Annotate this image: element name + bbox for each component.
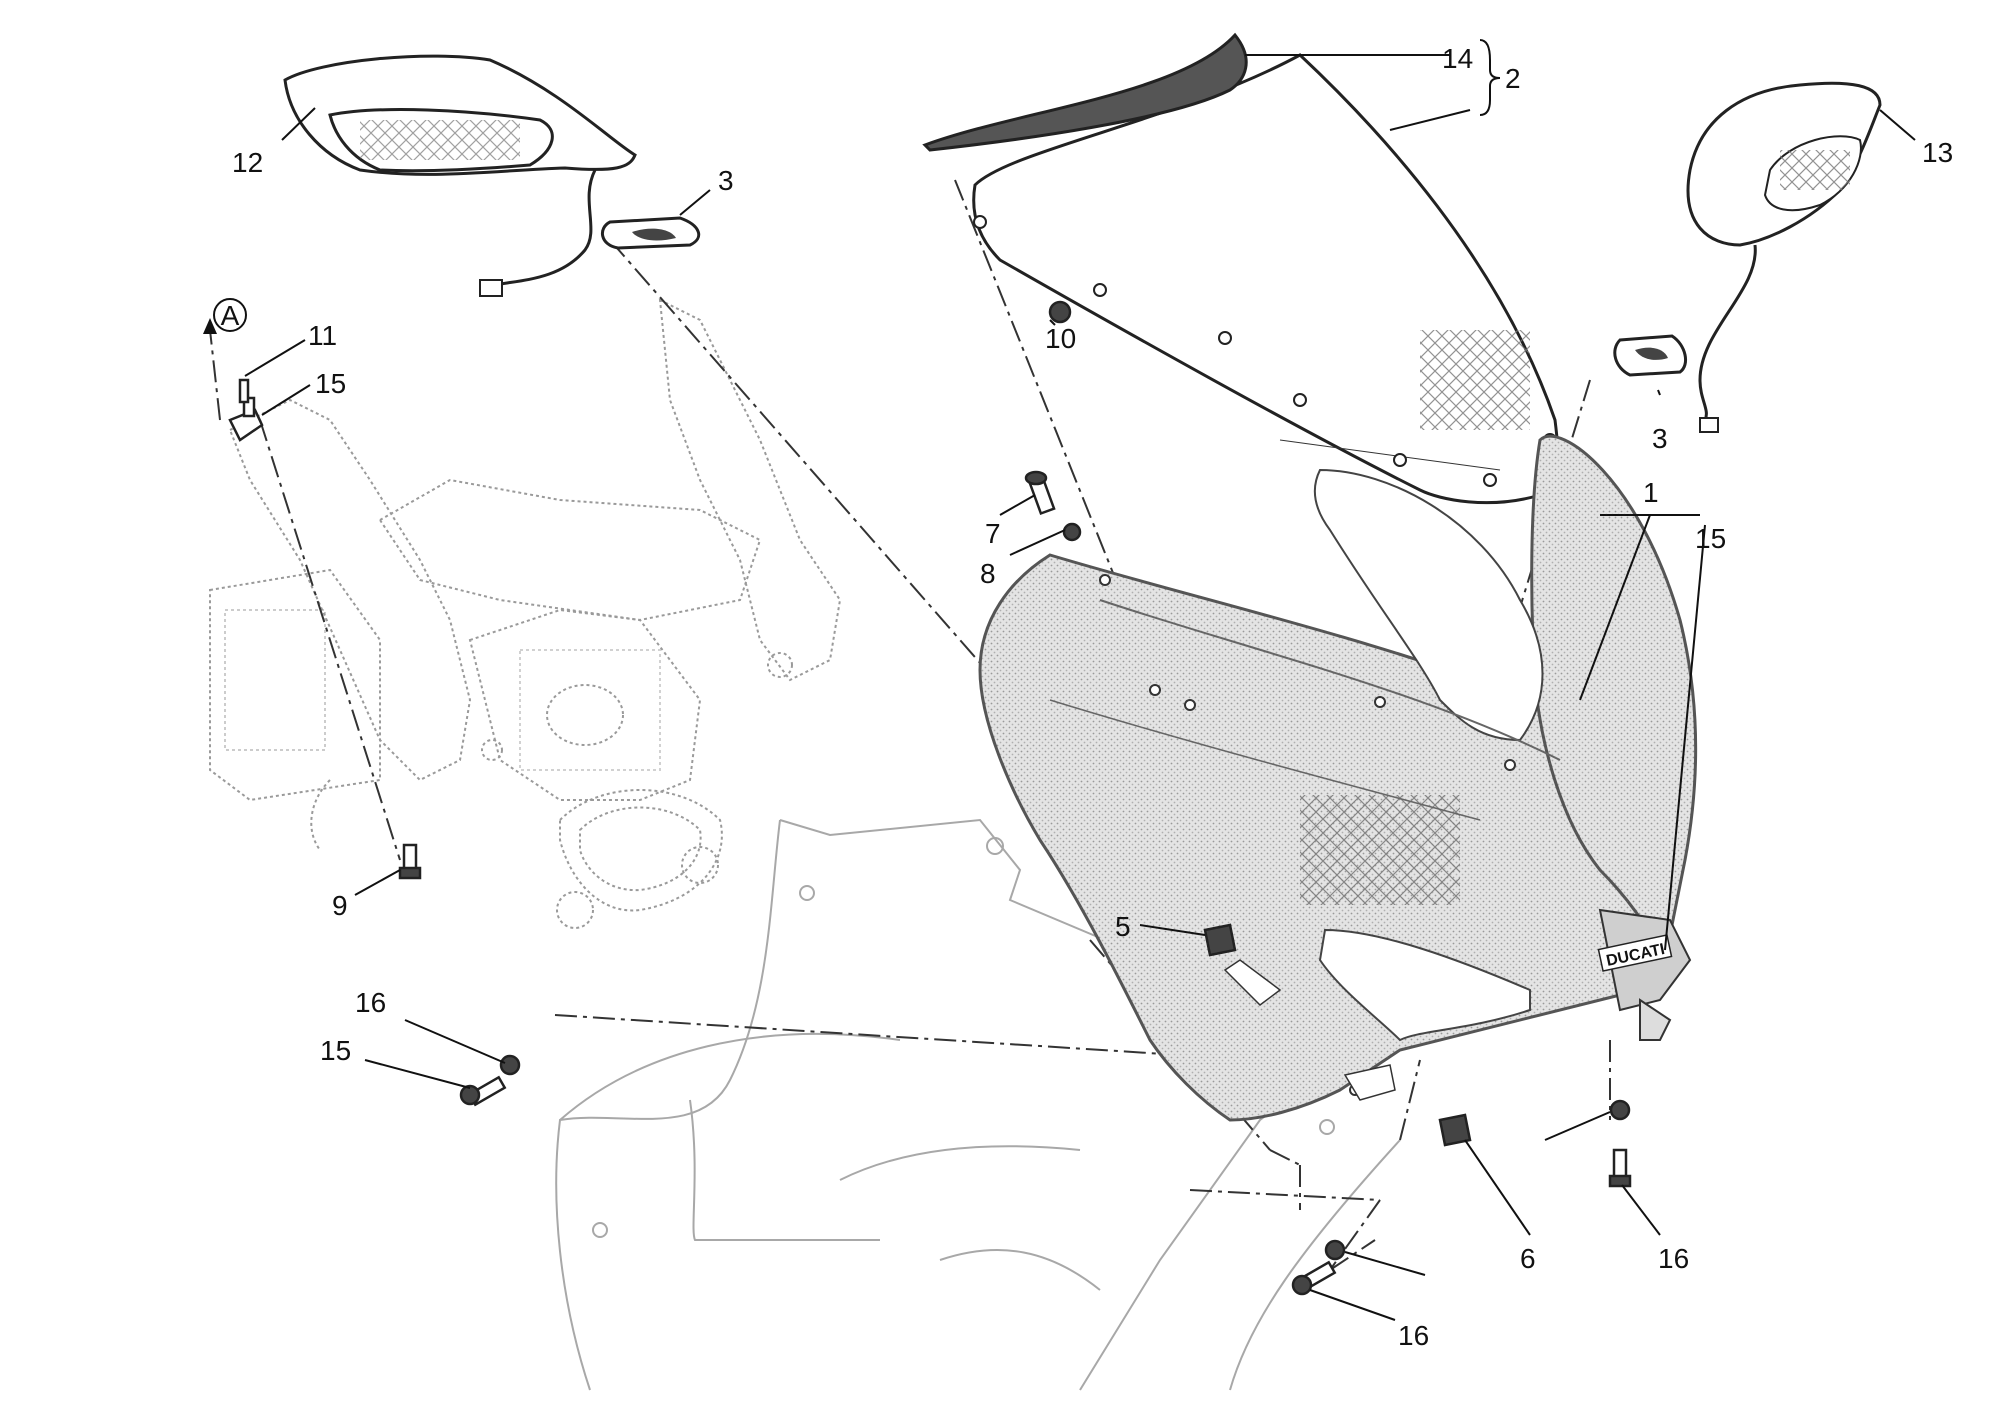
- callout-7: 9: [332, 890, 348, 921]
- screw-15-left: [459, 1075, 507, 1107]
- front-fairing: DUCATI: [978, 434, 1698, 1122]
- callout-15a: 15: [320, 1035, 351, 1066]
- washer-6: [1062, 522, 1082, 542]
- screw-5: [1024, 470, 1056, 516]
- reference-marker-label: A: [221, 300, 240, 331]
- screw-9: [238, 378, 250, 404]
- callout-15c: 16: [1398, 1320, 1429, 1351]
- callout-16a: 16: [355, 987, 386, 1018]
- reference-arrow-a-top: A: [203, 298, 247, 421]
- bracket-13: [228, 396, 264, 442]
- callout-4a: 5: [1115, 911, 1131, 942]
- callout-10: 12: [232, 147, 263, 178]
- clip-4-lower: [1438, 1113, 1472, 1147]
- callout-8: 10: [1045, 323, 1076, 354]
- callout-3a: 3: [718, 165, 734, 196]
- windscreen-seal: [922, 32, 1248, 152]
- callout-2: 2: [1505, 63, 1521, 94]
- callout-12: 14: [1442, 43, 1473, 74]
- callout-6: 8: [980, 558, 996, 589]
- mirror-gasket-left: [601, 216, 701, 250]
- callout-15b: 16: [1658, 1243, 1689, 1274]
- well-nut-8: [1048, 300, 1072, 324]
- callout-11: 13: [1922, 137, 1953, 168]
- right-mirror: [1686, 81, 1882, 433]
- washer-16-bottom: [1324, 1239, 1346, 1261]
- callout-3b: 3: [1652, 423, 1668, 454]
- callout-leaders: [244, 39, 1916, 1321]
- callout-13: 15: [315, 368, 346, 399]
- washer-16-right: [1609, 1099, 1631, 1121]
- callout-1: 1: [1643, 477, 1659, 508]
- screw-7: [398, 843, 422, 880]
- callout-4b: 6: [1520, 1243, 1536, 1274]
- callout-9: 11: [308, 320, 337, 351]
- screw-15-right: [1608, 1148, 1632, 1188]
- callout-labels: 12 3 11 15 9 14 2 13 10 3 1 15 7 8 5 6 1…: [232, 43, 1953, 1351]
- screw-15-bottom: [1291, 1260, 1337, 1296]
- left-mirror: [283, 54, 637, 297]
- clip-4-upper: [1203, 923, 1237, 957]
- washer-16-left: [499, 1054, 521, 1076]
- callout-14: 15: [1695, 523, 1726, 554]
- mirror-gasket-right: [1613, 334, 1688, 377]
- callout-5: 7: [985, 518, 1001, 549]
- frame-ghost: [209, 298, 842, 929]
